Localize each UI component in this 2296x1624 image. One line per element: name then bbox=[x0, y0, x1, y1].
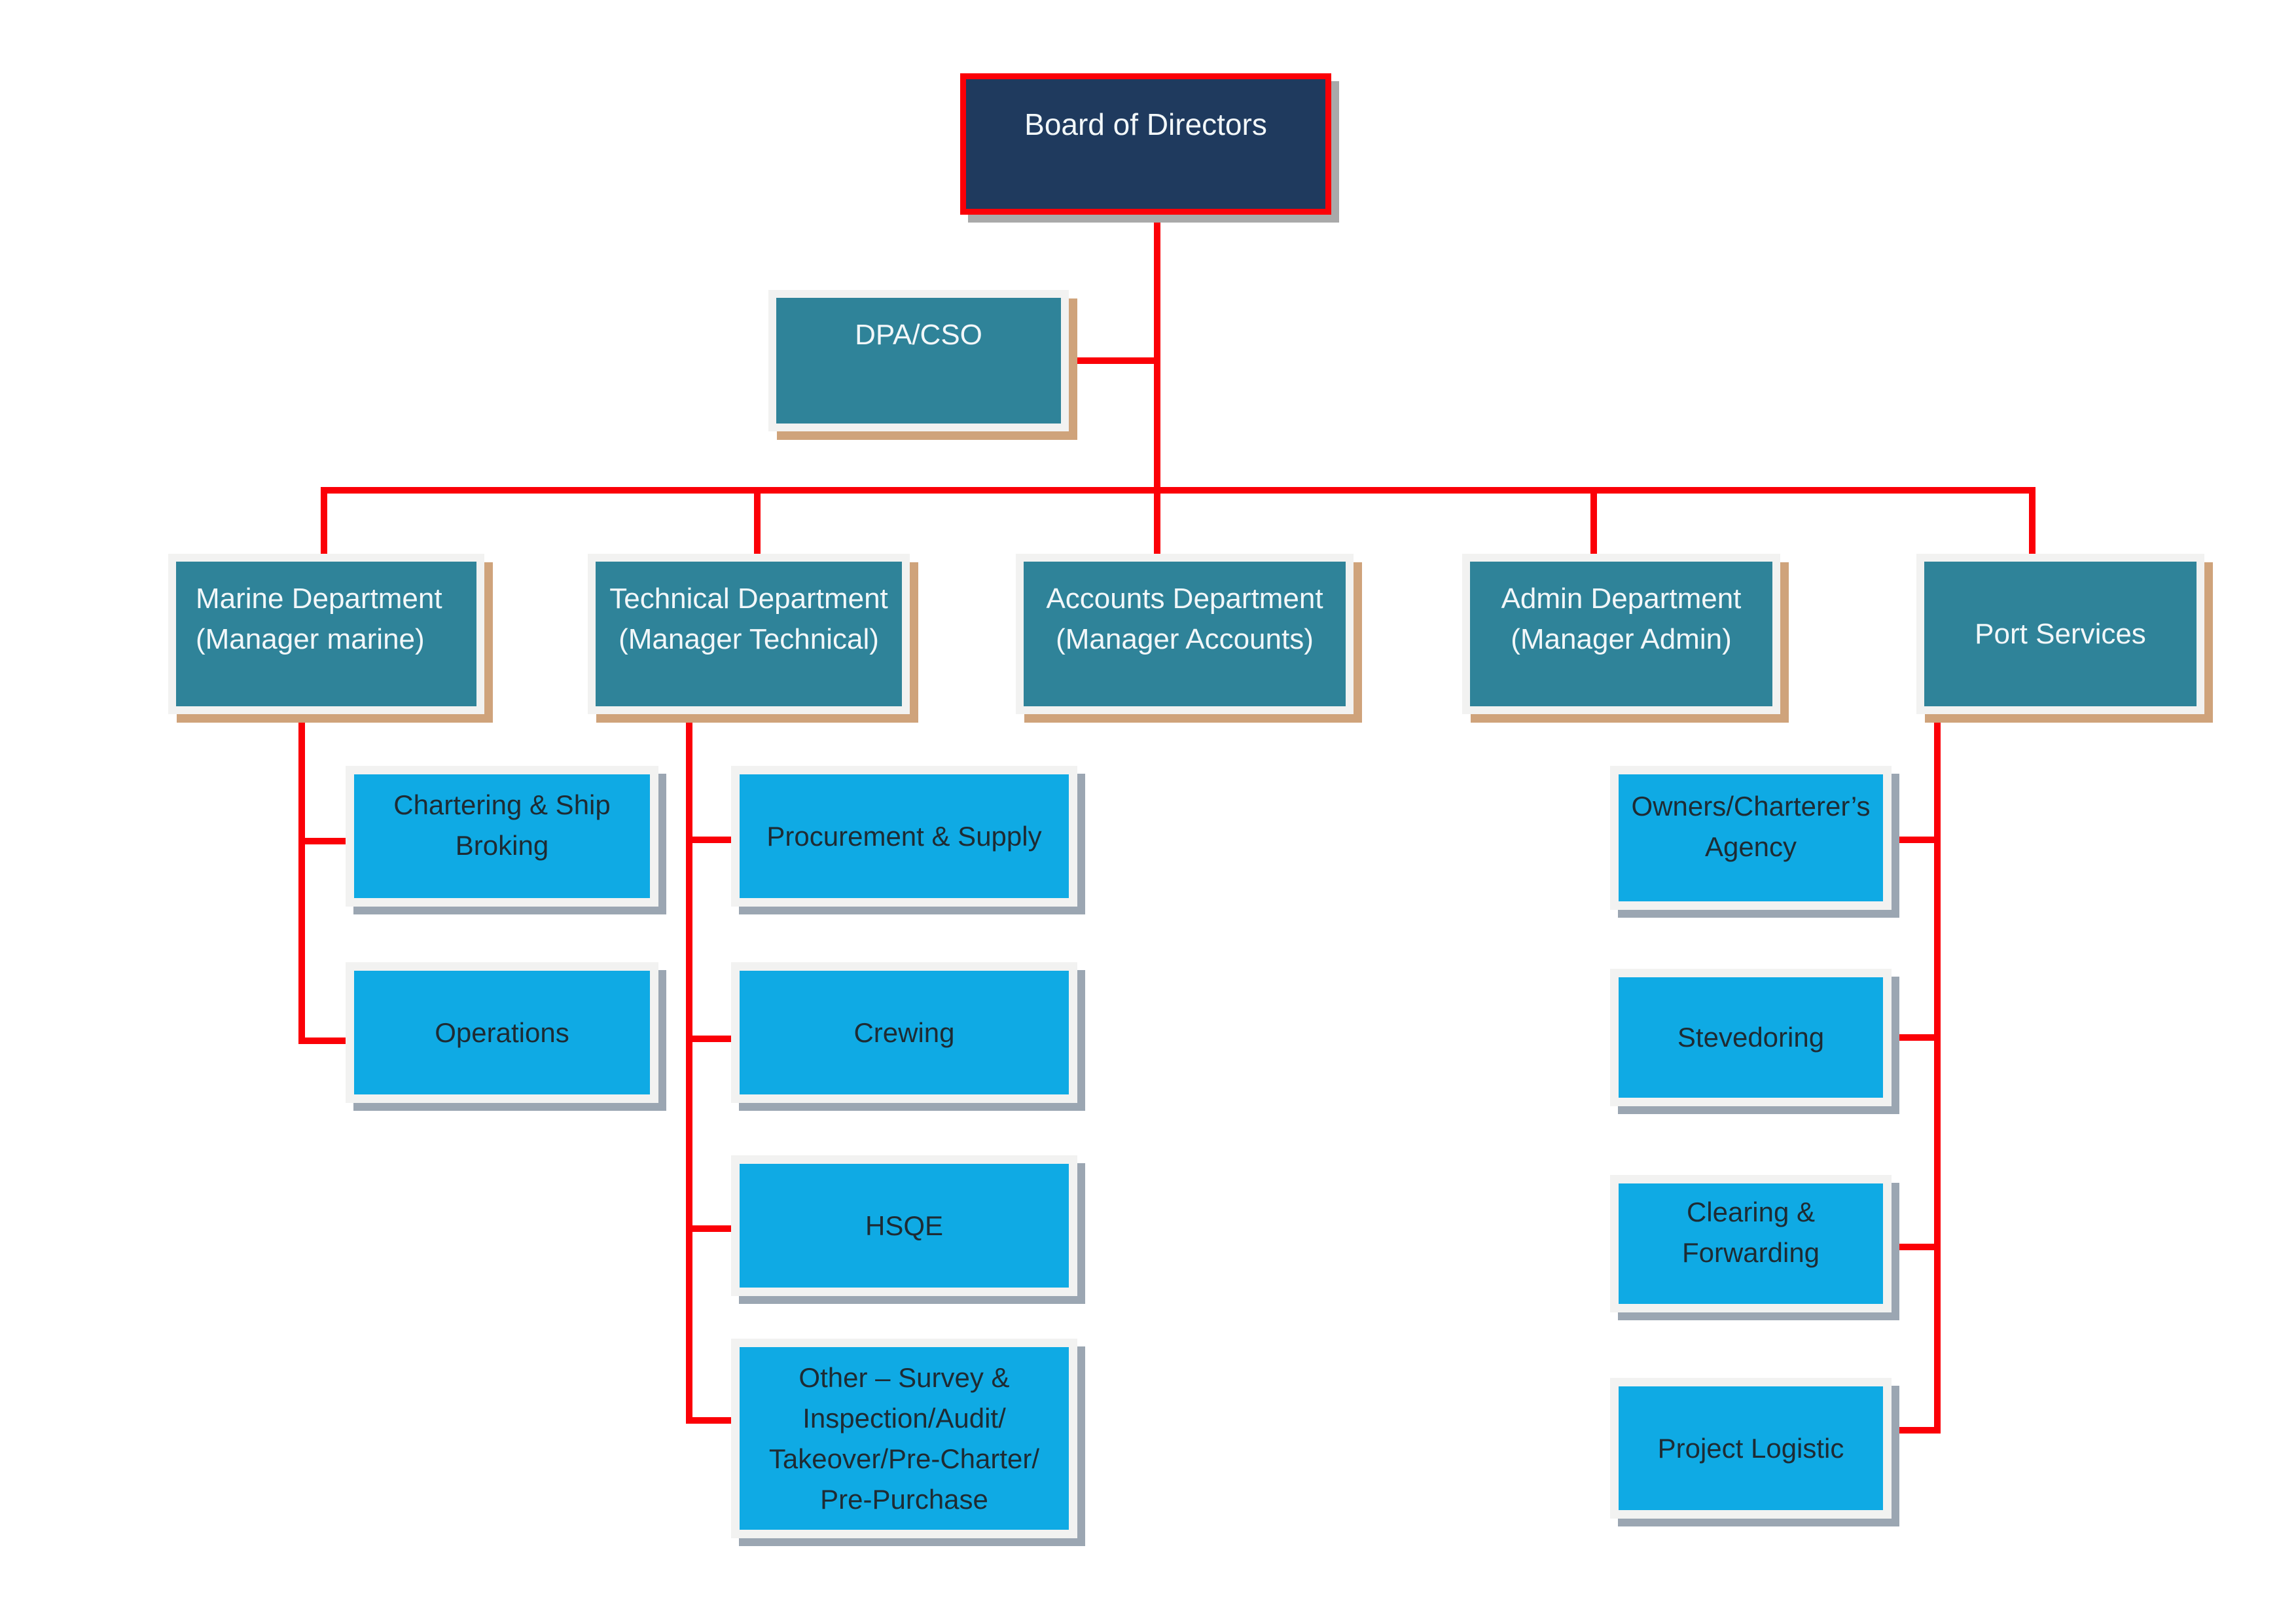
connector-operations-stub bbox=[298, 1038, 352, 1044]
node-port-services: Port Services bbox=[1916, 554, 2204, 714]
connector-drop-technical bbox=[754, 487, 761, 556]
node-accounts-department: Accounts Department (Manager Accounts) bbox=[1016, 554, 1354, 714]
node-operations: Operations bbox=[346, 962, 658, 1103]
connector-drop-accounts bbox=[1154, 487, 1160, 556]
node-marine-department: Marine Department (Manager marine) bbox=[168, 554, 484, 714]
connector-port-vert bbox=[1934, 715, 1941, 1434]
connector-procurement-stub bbox=[686, 837, 737, 843]
connector-main-bar bbox=[321, 487, 2036, 494]
node-other-survey-inspection: Other – Survey & Inspection/Audit/ Takeo… bbox=[731, 1339, 1077, 1538]
node-admin-department: Admin Department (Manager Admin) bbox=[1462, 554, 1780, 714]
connector-dpa-stub bbox=[1067, 357, 1158, 364]
node-dpa-cso: DPA/CSO bbox=[768, 290, 1069, 431]
connector-marine-vert bbox=[298, 711, 305, 1044]
connector-drop-admin bbox=[1590, 487, 1597, 556]
node-chartering-ship-broking: Chartering & Ship Broking bbox=[346, 766, 658, 907]
connector-board-drop bbox=[1154, 211, 1160, 494]
connector-clearing-stub bbox=[1889, 1244, 1934, 1250]
node-crewing: Crewing bbox=[731, 962, 1077, 1103]
connector-stevedoring-stub bbox=[1889, 1034, 1934, 1041]
connector-chartering-stub bbox=[298, 838, 352, 844]
node-stevedoring: Stevedoring bbox=[1610, 969, 1892, 1106]
connector-drop-port bbox=[2029, 487, 2036, 559]
connector-owners-stub bbox=[1889, 837, 1934, 843]
connector-drop-marine bbox=[321, 487, 327, 556]
connector-hsqe-stub bbox=[686, 1225, 737, 1232]
connector-project-stub bbox=[1889, 1427, 1934, 1434]
node-project-logistic: Project Logistic bbox=[1610, 1378, 1892, 1519]
connector-technical-vert bbox=[686, 711, 692, 1424]
node-clearing-forwarding: Clearing & Forwarding bbox=[1610, 1175, 1892, 1312]
node-technical-department: Technical Department (Manager Technical) bbox=[588, 554, 910, 714]
node-hsqe: HSQE bbox=[731, 1155, 1077, 1296]
node-procurement-supply: Procurement & Supply bbox=[731, 766, 1077, 907]
node-board-of-directors: Board of Directors bbox=[960, 73, 1331, 215]
connector-crewing-stub bbox=[686, 1036, 737, 1042]
node-owners-charterers-agency: Owners/Charterer’s Agency bbox=[1610, 766, 1892, 910]
connector-other-stub bbox=[686, 1417, 737, 1424]
